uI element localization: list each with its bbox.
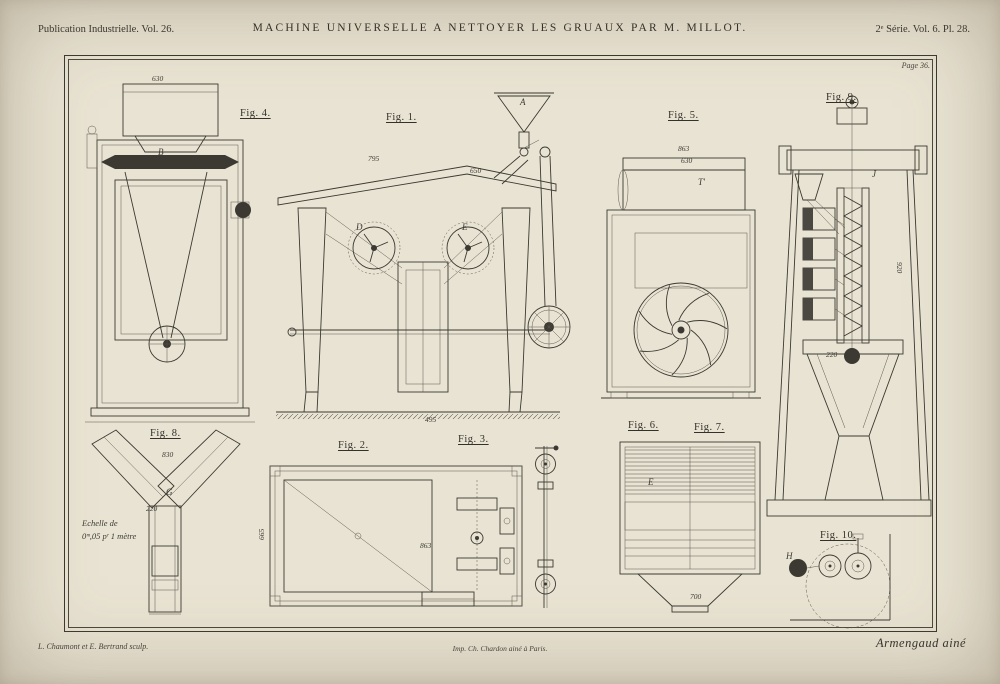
- annotation-dim: 863: [678, 144, 690, 153]
- publisher-credit: Armengaud ainé: [876, 636, 966, 650]
- fig9-funnel: [802, 339, 904, 501]
- figure-4-drawing: [85, 76, 255, 428]
- fig1-central-column: [397, 261, 449, 393]
- fig9-crossbeam: [778, 145, 928, 175]
- fig2-plan-frame: [269, 465, 523, 607]
- scale-note-line1: Echelle de: [82, 518, 118, 528]
- annotation-part: H: [786, 551, 793, 561]
- annotation-part: J: [872, 169, 876, 179]
- fig9-legs: [774, 169, 930, 501]
- fig8-label: Fig. 8.: [150, 428, 181, 439]
- annotation-dim: 220: [146, 504, 158, 513]
- engraver-credit: L. Chaumont et E. Bertrand sculp.: [38, 642, 149, 651]
- fig4-feed-roller: [101, 155, 239, 169]
- annotation-dim: 630: [152, 74, 164, 83]
- annotation-part: G: [166, 487, 173, 497]
- annotation-part: T': [698, 177, 705, 187]
- scale-note-line2: 0ᵐ,05 pʳ 1 mètre: [82, 531, 137, 542]
- fig3-bracket: [499, 507, 515, 575]
- fig9-side-boxes: [802, 207, 845, 321]
- annotation-part: E: [648, 477, 654, 487]
- fig10-label: Fig. 10.: [820, 530, 857, 541]
- fig4-sieve-panel: [114, 179, 228, 341]
- fig7-label: Fig. 7.: [694, 422, 725, 433]
- fig9-label: Fig. 9.: [826, 92, 857, 103]
- fig9-screw-conveyor: [836, 187, 870, 344]
- page-reference: Page 36.: [901, 61, 930, 70]
- annotation-part: A: [520, 97, 526, 107]
- fig5-fan: [633, 282, 729, 378]
- fig3-label: Fig. 3.: [458, 434, 489, 445]
- figure-9-drawing: [765, 88, 935, 533]
- figure-5-drawing: [593, 138, 768, 423]
- annotation-dim: 920: [895, 262, 904, 274]
- annotation-part: B: [158, 147, 164, 157]
- fig9-mid-pulley: [844, 348, 860, 364]
- printer-credit: Imp. Ch. Chardon ainé à Paris.: [452, 644, 548, 653]
- fig6-frame: [619, 441, 761, 575]
- fig7-funnel: [636, 573, 744, 613]
- annotation-dim: 700: [690, 592, 702, 601]
- fig10-frame: [790, 534, 891, 621]
- fig1-left-beater: [347, 221, 401, 275]
- fig1-label: Fig. 1.: [386, 112, 417, 123]
- figure-8-drawing: [86, 426, 246, 626]
- fig1-roof: [277, 165, 557, 206]
- publication-title: Publication Industrielle. Vol. 26.: [38, 24, 175, 35]
- fig2-sieve-panel: [283, 479, 433, 593]
- fig1-tie-rod: [287, 327, 550, 337]
- fig10-dashed-circle: [805, 543, 891, 629]
- fig4-side-pulley: [230, 201, 251, 219]
- scale-note: Echelle de 0ᵐ,05 pʳ 1 mètre: [82, 517, 136, 543]
- plate-border-inner: [68, 59, 933, 628]
- fig8-y-arms: [91, 429, 241, 509]
- fig4-crank-wheel: [148, 325, 186, 363]
- annotation-dim: 863: [420, 541, 432, 550]
- annotation-dim: 830: [162, 450, 174, 459]
- fig1-right-beater: [441, 221, 495, 275]
- fig2-bottom-box: [421, 591, 475, 607]
- figure-1-drawing: [262, 90, 572, 430]
- annotation-dim: 630: [681, 156, 693, 165]
- fig1-drive-wheel: [527, 146, 571, 349]
- annotation-part: D: [356, 222, 363, 232]
- fig5-top-cylinder: [617, 157, 746, 211]
- fig4-label: Fig. 4.: [240, 108, 271, 119]
- fig3-shaft: [535, 445, 559, 608]
- series-volume: 2ᵉ Série. Vol. 6. Pl. 28.: [875, 24, 970, 35]
- fig2-label: Fig. 2.: [338, 440, 369, 451]
- fig1-base: [276, 391, 560, 419]
- figure-6-7-drawing: [612, 420, 767, 615]
- annotation-part: E: [462, 222, 468, 232]
- plate-border: [64, 55, 937, 632]
- fig5-casing: [606, 209, 756, 393]
- fig1-walls: [297, 207, 531, 393]
- fig5-label: Fig. 5.: [668, 110, 699, 121]
- fig4-belt: [124, 171, 208, 339]
- fig4-base: [85, 407, 255, 423]
- fig1-feed-funnel: [493, 92, 554, 185]
- fig4-hopper: [122, 83, 219, 153]
- plate-title: MACHINE UNIVERSELLE A NETTOYER LES GRUAU…: [252, 22, 748, 34]
- annotation-dim: 665: [257, 528, 266, 540]
- fig6-label: Fig. 6.: [628, 420, 659, 431]
- fig9-base: [766, 499, 932, 517]
- figure-10-drawing: [770, 526, 920, 629]
- fig2-right-details: [456, 480, 498, 592]
- annotation-dim: 650: [470, 166, 482, 175]
- fig10-link: [806, 565, 820, 569]
- figure-2-3-drawing: [262, 438, 562, 618]
- annotation-dim: 495: [425, 415, 437, 424]
- fig5-base: [601, 391, 761, 399]
- fig8-stem: [148, 505, 182, 615]
- annotation-dim: 220: [826, 350, 838, 359]
- fig9-top-pulley: [836, 95, 868, 353]
- annotation-dim: 795: [368, 154, 380, 163]
- fig9-feed-funnel: [794, 173, 846, 235]
- fig10-dark-pulley: [789, 559, 807, 577]
